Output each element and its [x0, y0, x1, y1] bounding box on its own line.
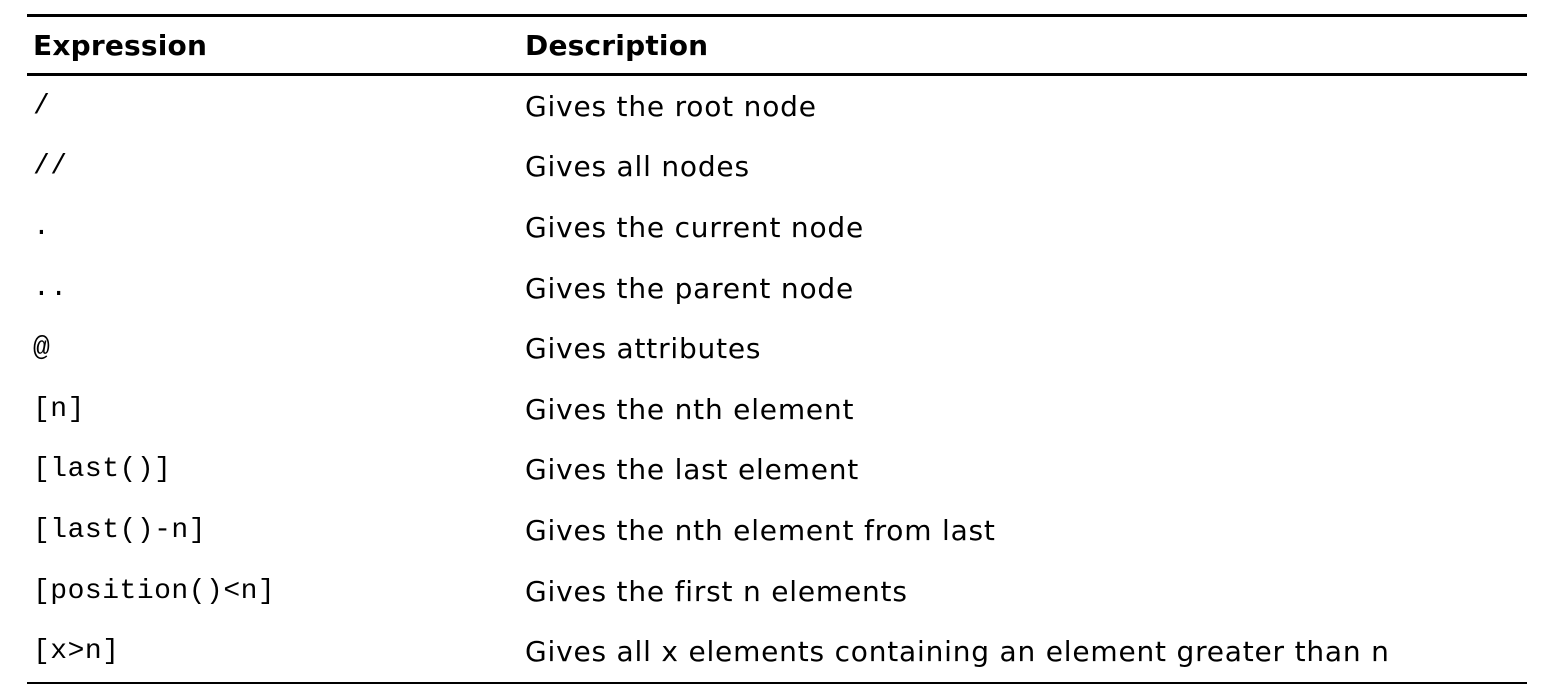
table-row: @ Gives attributes	[27, 318, 1527, 379]
description-cell: Gives the current node	[525, 210, 864, 244]
description-cell: Gives the last element	[525, 453, 860, 487]
column-header-expression: Expression	[33, 28, 208, 62]
table-body: / Gives the root node // Gives all nodes…	[27, 76, 1527, 682]
table-row: // Gives all nodes	[27, 137, 1527, 198]
expression-cell: @	[33, 333, 51, 365]
table-row: [last()] Gives the last element	[27, 440, 1527, 501]
description-cell: Gives the parent node	[525, 271, 854, 305]
table-row: [last()-n] Gives the nth element from la…	[27, 500, 1527, 561]
expression-cell: [x>n]	[33, 636, 120, 668]
expression-cell: [n]	[33, 393, 85, 425]
column-header-description: Description	[525, 28, 709, 62]
xpath-expression-table: Expression Description / Gives the root …	[27, 14, 1527, 684]
expression-cell: .	[33, 211, 51, 243]
table-row: [n] Gives the nth element	[27, 379, 1527, 440]
expression-cell: //	[33, 151, 68, 183]
table-row: / Gives the root node	[27, 76, 1527, 137]
expression-cell: [position()<n]	[33, 575, 276, 607]
description-cell: Gives all nodes	[525, 150, 750, 184]
table-row: [x>n] Gives all x elements containing an…	[27, 621, 1527, 682]
expression-cell: ..	[33, 272, 68, 304]
expression-cell: [last()-n]	[33, 514, 207, 546]
description-cell: Gives the first n elements	[525, 574, 908, 608]
table-row: [position()<n] Gives the first n element…	[27, 561, 1527, 622]
table-header-row: Expression Description	[27, 17, 1527, 76]
expression-cell: /	[33, 90, 51, 122]
description-cell: Gives the nth element from last	[525, 513, 996, 547]
description-cell: Gives attributes	[525, 332, 762, 366]
description-cell: Gives the nth element	[525, 392, 855, 426]
description-cell: Gives all x elements containing an eleme…	[525, 635, 1390, 669]
table-row: .. Gives the parent node	[27, 258, 1527, 319]
description-cell: Gives the root node	[525, 89, 817, 123]
table-row: . Gives the current node	[27, 197, 1527, 258]
expression-cell: [last()]	[33, 454, 172, 486]
